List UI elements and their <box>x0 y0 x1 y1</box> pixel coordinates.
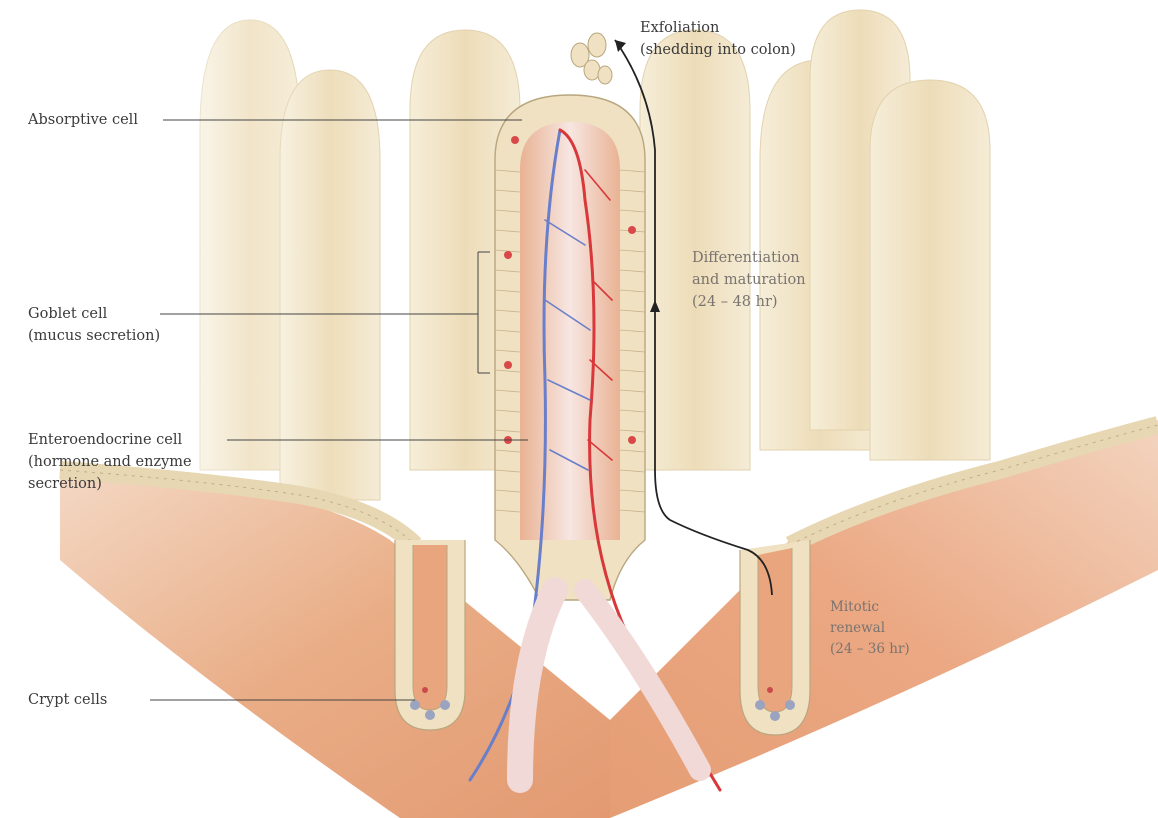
mitotic-line-2: renewal <box>830 618 910 639</box>
central-villus <box>495 95 645 600</box>
enteroendocrine-subtitle-1: (hormone and enzyme <box>28 451 192 473</box>
differentiation-line-2: and maturation <box>692 269 806 291</box>
enteroendocrine-cell-label: Enteroendocrine cell (hormone and enzyme… <box>28 429 192 495</box>
exfoliation-title: Exfoliation <box>640 17 796 39</box>
goblet-cell-subtitle: (mucus secretion) <box>28 325 160 347</box>
mitotic-line-3: (24 – 36 hr) <box>830 639 910 660</box>
crypt-cells-label: Crypt cells <box>28 689 107 711</box>
mitotic-renewal-label: Mitotic renewal (24 – 36 hr) <box>830 597 910 660</box>
differentiation-line-3: (24 – 48 hr) <box>692 291 806 313</box>
differentiation-line-1: Differentiation <box>692 247 806 269</box>
enteroendocrine-subtitle-2: secretion) <box>28 473 192 495</box>
mitotic-line-1: Mitotic <box>830 597 910 618</box>
enteroendocrine-title: Enteroendocrine cell <box>28 429 192 451</box>
absorptive-cell-label: Absorptive cell <box>28 109 138 131</box>
goblet-cell-title: Goblet cell <box>28 303 160 325</box>
exfoliation-subtitle: (shedding into colon) <box>640 39 796 61</box>
exfoliation-label: Exfoliation (shedding into colon) <box>640 17 796 61</box>
differentiation-label: Differentiation and maturation (24 – 48 … <box>692 247 806 313</box>
goblet-cell-label: Goblet cell (mucus secretion) <box>28 303 160 347</box>
